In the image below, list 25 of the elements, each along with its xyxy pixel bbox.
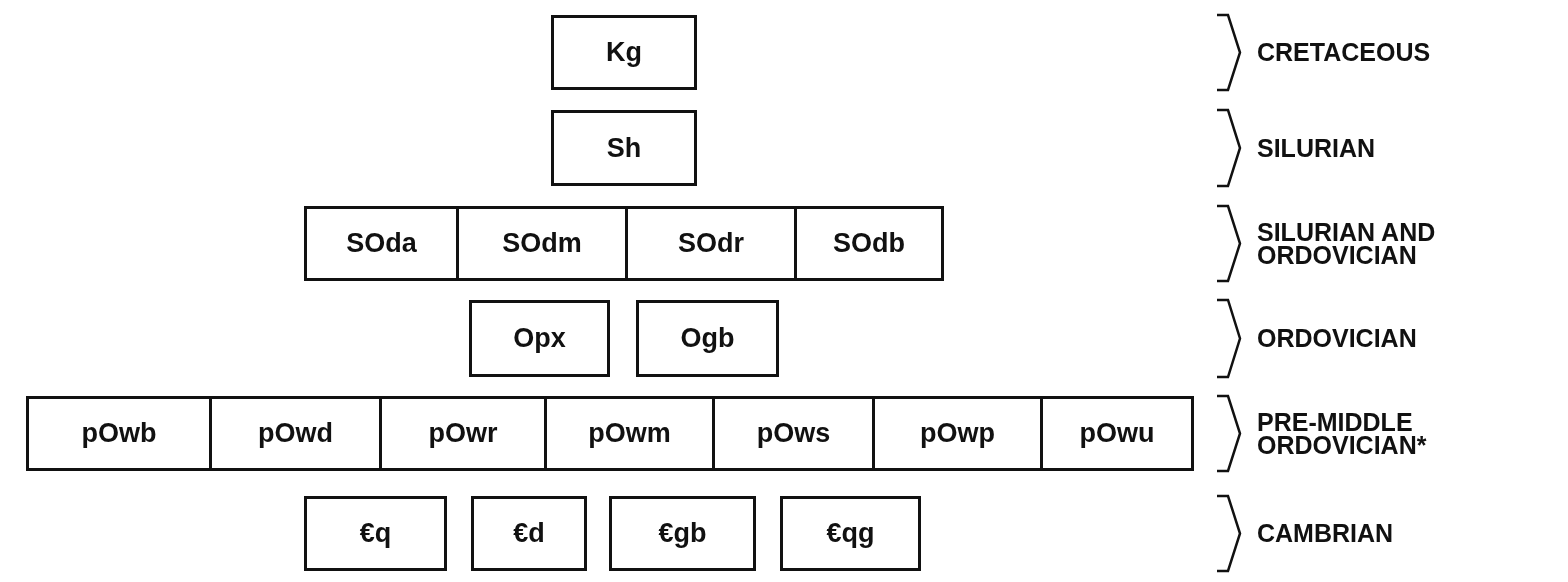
map-unit-box: SOda bbox=[304, 206, 459, 281]
map-unit-box: SOdr bbox=[625, 206, 797, 281]
map-unit-box: €d bbox=[471, 496, 587, 571]
map-unit-box: pOwb bbox=[26, 396, 212, 471]
map-unit-box: pOwu bbox=[1040, 396, 1194, 471]
period-label: CAMBRIAN bbox=[1257, 522, 1395, 545]
map-unit-box: pOws bbox=[712, 396, 875, 471]
period-label: PRE-MIDDLE ORDOVICIAN* bbox=[1257, 410, 1428, 457]
map-unit-box: Opx bbox=[469, 300, 610, 377]
map-unit-box: SOdm bbox=[456, 206, 628, 281]
period-label: SILURIAN bbox=[1257, 136, 1377, 160]
map-unit-box: pOwr bbox=[379, 396, 547, 471]
map-unit-box: SOdb bbox=[794, 206, 944, 281]
map-unit-box: pOwd bbox=[209, 396, 382, 471]
map-unit-box: €qg bbox=[780, 496, 921, 571]
map-unit-box: pOwp bbox=[872, 396, 1043, 471]
map-unit-box: pOwm bbox=[544, 396, 715, 471]
period-label: SILURIAN AND ORDOVICIAN bbox=[1257, 220, 1437, 267]
map-unit-box: Sh bbox=[551, 110, 697, 186]
map-unit-box: €q bbox=[304, 496, 447, 571]
period-label: CRETACEOUS bbox=[1257, 41, 1432, 64]
map-unit-box: €gb bbox=[609, 496, 756, 571]
period-label: ORDOVICIAN bbox=[1257, 327, 1418, 350]
map-unit-box: Ogb bbox=[636, 300, 779, 377]
map-unit-box: Kg bbox=[551, 15, 697, 90]
